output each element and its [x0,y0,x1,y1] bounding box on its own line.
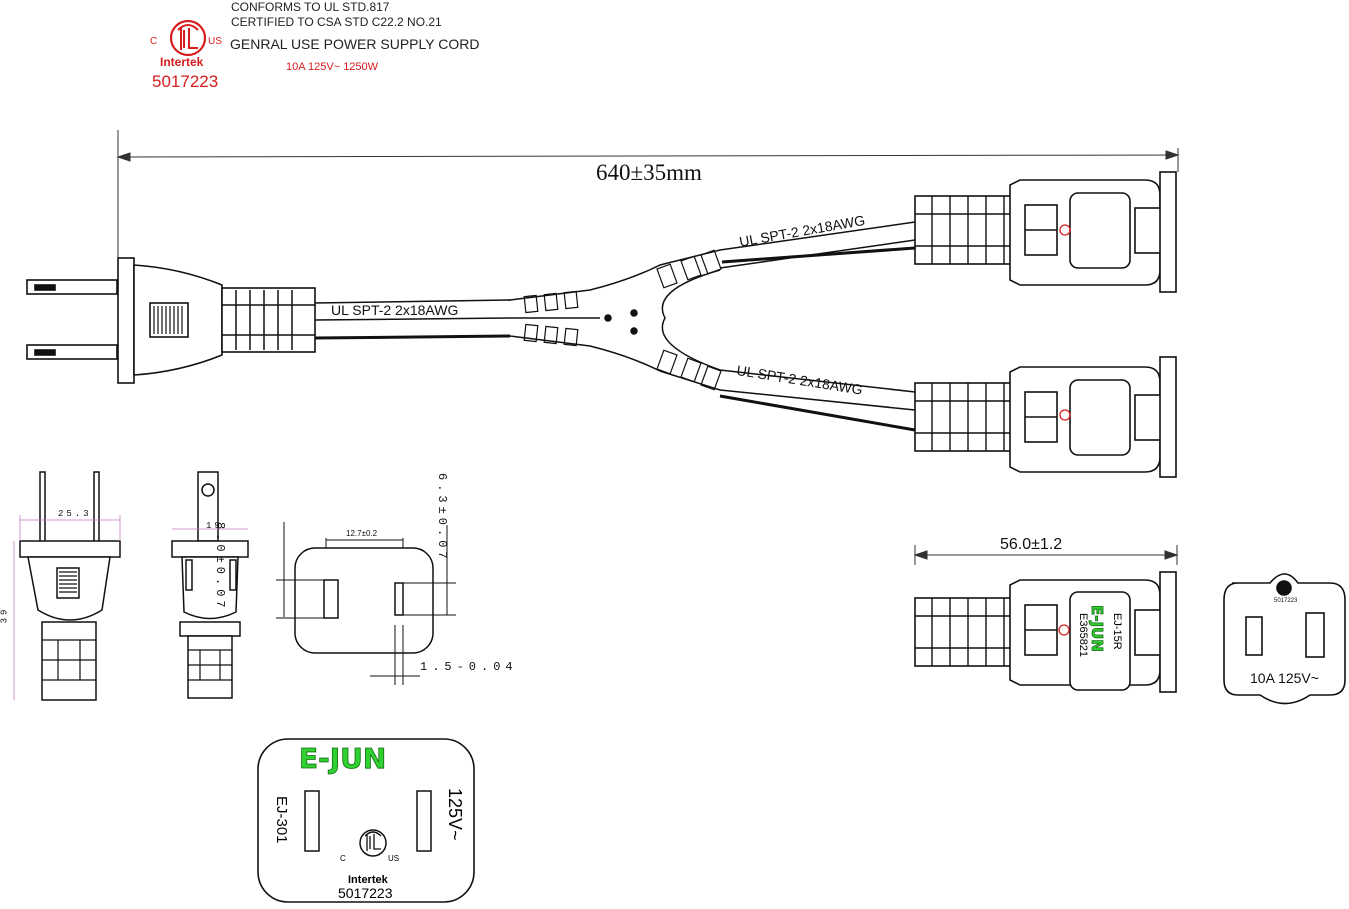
plug-front-dims [13,515,121,700]
plug-length-dim: 39 [0,606,10,624]
plug-voltage-text: 125V~ [445,788,465,841]
plug-us-label: US [388,854,399,863]
etl-cert-number: 5017223 [152,72,219,91]
socket-face-cert: 5017223 [1274,598,1298,604]
plug-front-view [19,471,121,701]
socket-bottom [914,356,1177,478]
socket-face-view [1223,573,1346,705]
etl-lab-name: Intertek [160,55,204,69]
plug-cert-number: 5017223 [338,885,393,901]
socket-length-dim-label: 56.0±1.2 [1000,536,1063,553]
plug-c-label: C [340,854,346,863]
plug-lab-name: Intertek [348,874,389,886]
branch-cable-bottom [719,369,916,432]
branch-cable-top [719,221,916,269]
plug-side-view [171,471,249,699]
plug-side-dim: 19 [206,521,223,531]
socket-molded-text: EJ-15R E365821 E-JUN [1077,605,1123,657]
socket-top [914,171,1177,293]
main-plug [26,257,316,384]
y-splitter [509,249,722,391]
length-dimension-line [116,130,1180,280]
plug-face-view: E-JUN EJ-301 125V~ C US Intertek 5017223 [257,738,475,903]
etl-mark-icon [169,19,207,57]
plug-etl-mark-icon [359,829,387,857]
plug-brand-logo: E-JUN [299,742,386,775]
socket-model-text: EJ-15R [1111,613,1123,650]
header-line-1: CONFORMS TO UL STD.817 [231,0,390,14]
header-rating: 10A 125V~ 1250W [286,61,379,73]
blade-thickness-dim: 1.5-0.04 [420,660,518,674]
header-title: GENRAL USE POWER SUPPLY CORD [230,36,480,52]
etl-c-label: C [150,36,158,47]
blade-spacing-dim: 12.7±0.2 [346,529,378,538]
overall-length-label: 640±35mm [596,160,702,185]
socket-detail-view [914,571,1177,693]
plug-width-dim: 25.3 [58,509,92,519]
main-cable [314,299,511,340]
socket-brand-logo: E-JUN [1088,605,1106,652]
etl-us-label: US [208,36,222,47]
header-line-2: CERTIFIED TO CSA STD C22.2 NO.21 [231,15,442,29]
blade-height-right-dim: 6.3±0.07 [435,473,449,563]
plug-face-outline: E-JUN EJ-301 125V~ C US Intertek 5017223 [257,738,475,903]
socket-face-rating: 10A 125V~ [1250,670,1319,686]
main-cable-label: UL SPT-2 2x18AWG [331,302,459,318]
socket-length-dimension [913,545,1179,565]
plug-model-text: EJ-301 [273,796,290,844]
etl-certification-logo: C US Intertek 5017223 [148,8,228,94]
blade-detail-view [276,522,456,685]
socket-listing-text: E365821 [1077,613,1089,657]
blade-height-left-dim: 8.0±0.07 [213,522,227,612]
